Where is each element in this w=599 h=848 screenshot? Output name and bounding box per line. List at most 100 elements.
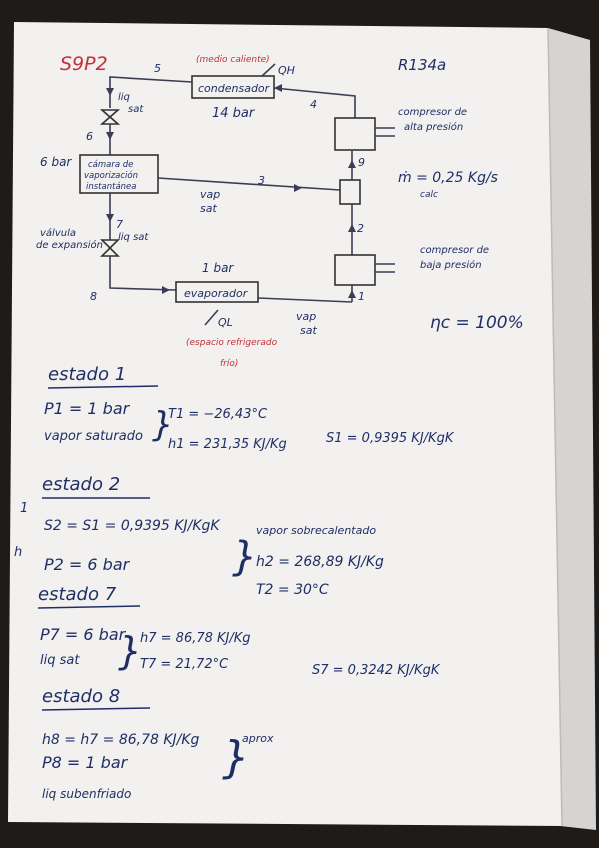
ql-label: QL [218,316,233,329]
state-1-label: 1 [358,290,365,303]
valve-bottom [100,239,120,257]
state8-p: P8 = 1 bar [42,753,129,772]
arrow-3-right [294,184,302,192]
condenser-pressure: 14 bar [212,106,256,121]
chamber-label-1: cámara de [88,160,133,170]
margin-mark-a: 1 [20,501,28,516]
space-label-2: frío) [220,359,238,369]
medio-caliente-label: (medio caliente) [196,55,270,65]
state2-brace: } [232,534,257,580]
state-6-label: 6 [86,130,93,143]
state8-cond: liq subenfriado [42,787,131,801]
state8-heading: estado 8 [42,686,120,707]
state1-p: P1 = 1 bar [44,399,131,418]
compressor-high [334,117,376,151]
comp-high-label-1: compresor de [398,107,467,118]
state7-brace: } [118,629,142,673]
valve-label-2: de expansión [36,239,103,251]
state8-h: h8 = h7 = 86,78 KJ/Kg [42,732,200,748]
flash-chamber [79,154,159,194]
chamber-pressure: 6 bar [40,155,72,169]
state1-heading: estado 1 [48,364,126,385]
vap-sat-3-1: vap [200,188,220,201]
state7-underline [37,605,141,609]
line-4 [273,87,356,118]
state1-cond: vapor saturado [44,429,143,444]
state7-h: h7 = 86,78 KJ/Kg [140,631,251,646]
qh-label: QH [278,64,295,77]
arrow-6-down [106,132,114,140]
evaporator-label: evaporador [184,287,249,300]
space-label-1: (espacio refrigerado [186,338,278,348]
state-3-label: 3 [258,174,265,187]
state2-p: P2 = 6 bar [44,555,131,574]
cycle-diagram [79,63,395,326]
vap-sat-1-1: vap [296,310,316,323]
comp-low-label-2: baja presión [420,259,482,271]
compressor-low [334,254,376,286]
evaporator-box [175,281,259,303]
state-7-label: 7 [116,218,123,231]
margin-mark-b: h [14,545,22,560]
liq-sat-top-2: sat [128,104,144,115]
qh-arrow [261,63,276,77]
state7-s: S7 = 0,3242 KJ/KgK [312,663,441,678]
state7-heading: estado 7 [38,584,117,605]
comp-high-label-2: alta presión [404,121,463,133]
page-shadow-edge [548,28,596,830]
state7-cond: liq sat [40,653,80,668]
arrowheads [106,84,356,298]
arrow-left-down [106,88,114,96]
liq-sat-top-1: liq [118,92,130,103]
state2-s: S2 = S1 = 0,9395 KJ/KgK [44,518,221,534]
mixing-chamber [339,179,361,205]
line-evap-out [257,297,353,303]
page-sheet [8,22,562,826]
refrigerant-label: R134a [398,56,446,74]
mass-flow: ṁ = 0,25 Kg/s [398,170,498,186]
efficiency: ηc = 100% [430,313,524,333]
line-3 [157,177,341,191]
state1-underline [47,385,159,389]
state1-t: T1 = −26,43°C [168,407,268,422]
state8-note: aprox [242,732,274,745]
state2-h: h2 = 268,89 KJ/Kg [256,554,384,570]
vap-sat-1-2: sat [300,324,317,337]
ql-arrow [204,309,219,326]
line-5 [109,76,193,83]
state-8-label: 8 [90,290,97,303]
state2-t: T2 = 30°C [256,582,329,598]
state1-brace: } [152,405,174,445]
state2-heading: estado 2 [42,474,120,495]
state8-brace: } [222,732,250,783]
state7-t: T7 = 21,72°C [140,657,229,672]
chamber-label-2: vaporización [84,170,138,181]
chamber-label-3: instantánea [86,182,136,192]
state1-h: h1 = 231,35 KJ/Kg [168,437,287,452]
arrow-7-down [106,214,114,222]
state1-s: S1 = 0,9395 KJ/KgK [326,431,455,446]
state8-underline [41,707,151,711]
condenser-label: condensador [198,82,271,95]
arrow-condenser-in [274,84,282,92]
state7-p: P7 = 6 bar [40,625,127,644]
liq-sat-bottom: liq sat [118,232,149,243]
arrow-9-up [348,160,356,168]
arrow-2-up [348,224,356,232]
valve-label-1: válvula [40,227,76,239]
line-8 [109,256,177,291]
state-5-label: 5 [154,62,161,75]
comp-low-label-1: compresor de [420,245,489,256]
state-9-label: 9 [358,156,365,169]
page-edge-line [547,27,563,827]
arrow-1-up [348,290,356,298]
arrow-evap-in [162,286,170,294]
evaporator-pressure: 1 bar [202,261,234,275]
mass-flow-sub: calc [420,190,438,200]
state2-cond: vapor sobrecalentado [256,524,376,537]
problem-id: S9P2 [60,53,108,75]
state-2-label: 2 [357,222,364,235]
condenser-box [191,75,275,99]
valve-top [99,109,121,125]
